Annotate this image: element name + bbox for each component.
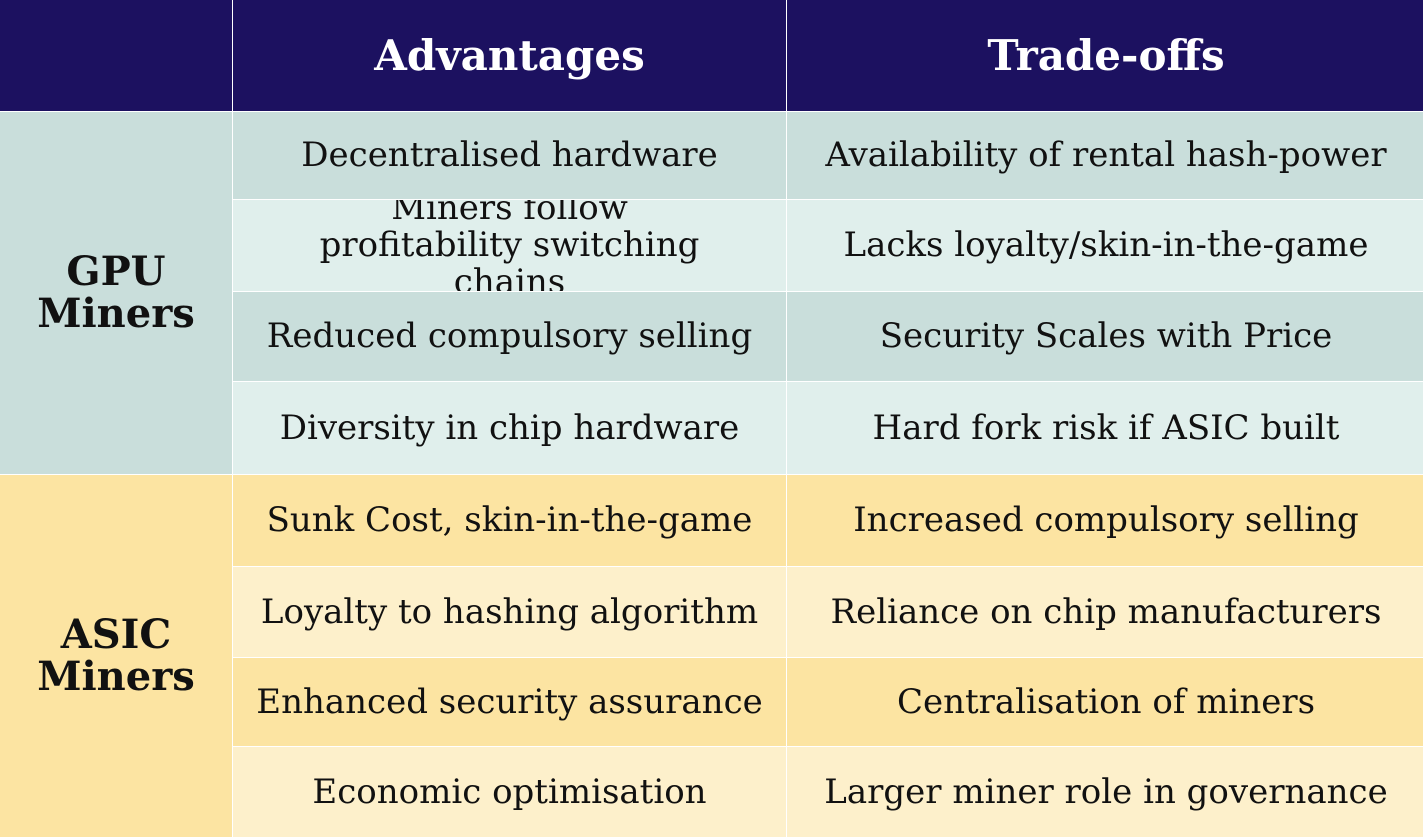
group-label-line2: Miners: [37, 290, 195, 337]
gpu-advantage-cell: Miners follow profitability switching ch…: [233, 200, 786, 291]
gpu-advantage-cell: Diversity in chip hardware: [233, 382, 786, 474]
asic-tradeoff-cell: Centralisation of miners: [787, 658, 1423, 746]
group-label-line1: ASIC: [60, 611, 172, 658]
gpu-advantage-cell: Decentralised hardware: [233, 112, 786, 199]
header-tradeoffs: Trade-offs: [787, 0, 1423, 111]
asic-advantage-cell: Sunk Cost, skin-in-the-game: [233, 475, 786, 566]
group-label-line2: Miners: [37, 653, 195, 700]
header-advantages: Advantages: [233, 0, 786, 111]
gpu-tradeoff-cell: Availability of rental hash-power: [787, 112, 1423, 199]
gpu-advantage-cell: Reduced compulsory selling: [233, 292, 786, 381]
group-label-line1: GPU: [66, 248, 166, 295]
asic-tradeoff-cell: Larger miner role in governance: [787, 747, 1423, 837]
gpu-tradeoff-cell: Hard fork risk if ASIC built: [787, 382, 1423, 474]
asic-advantage-cell: Loyalty to hashing algorithm: [233, 567, 786, 657]
asic-advantage-cell: Economic optimisation: [233, 747, 786, 837]
asic-tradeoff-cell: Reliance on chip manufacturers: [787, 567, 1423, 657]
asic-advantage-cell: Enhanced security assurance: [233, 658, 786, 746]
gpu-tradeoff-cell: Security Scales with Price: [787, 292, 1423, 381]
gpu-tradeoff-cell: Lacks loyalty/skin-in-the-game: [787, 200, 1423, 291]
asic-tradeoff-cell: Increased compulsory selling: [787, 475, 1423, 566]
header-corner: [0, 0, 232, 111]
